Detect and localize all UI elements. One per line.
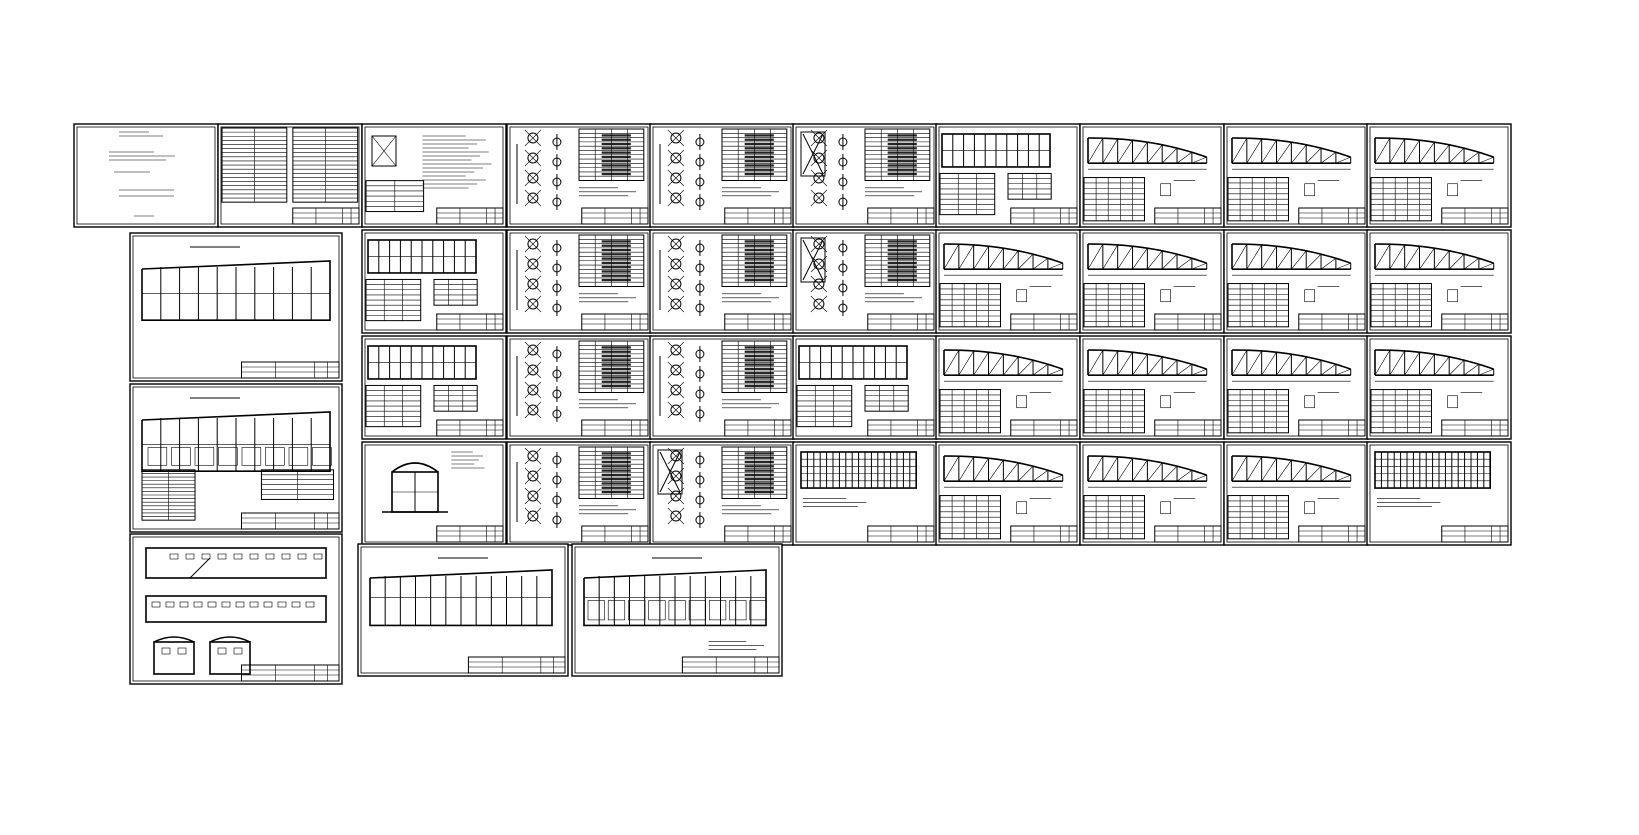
drawing-sheet-nodes-cross — [792, 123, 938, 228]
drawing-sheet-contents — [217, 123, 363, 228]
drawing-sheet-truss — [1079, 229, 1225, 334]
drawing-sheet-plan-large-rooms — [571, 543, 783, 677]
drawing-sheet-nodes — [506, 441, 652, 546]
drawing-sheet-truss — [935, 229, 1081, 334]
drawing-sheet-plan-portrait — [129, 232, 343, 382]
drawing-sheet-nodes-cross — [649, 441, 795, 546]
drawing-sheet-truss — [1366, 229, 1512, 334]
drawing-sheet-hatched-plan — [792, 441, 938, 546]
drawing-sheet-hatched-plan — [1366, 441, 1512, 546]
drawing-sheet-frame-plan — [935, 123, 1081, 228]
drawing-sheet-truss — [1079, 123, 1225, 228]
drawing-sheet-truss — [1223, 441, 1369, 546]
drawing-sheet-truss — [1079, 335, 1225, 440]
drawing-sheet-nodes-cross — [792, 229, 938, 334]
drawing-sheet-truss — [1366, 335, 1512, 440]
drawing-sheet-truss — [935, 335, 1081, 440]
drawing-sheet-elevations — [129, 533, 343, 685]
drawing-sheet-nodes — [506, 229, 652, 334]
drawing-sheet-truss — [1079, 441, 1225, 546]
drawing-sheet-truss — [1366, 123, 1512, 228]
drawing-sheet-nodes — [506, 123, 652, 228]
drawing-sheet-nodes — [649, 229, 795, 334]
drawing-sheet-title-page — [73, 123, 219, 228]
drawing-sheet-plan-rooms — [129, 383, 343, 533]
drawing-sheet-nodes — [649, 123, 795, 228]
drawing-sheet-truss — [1223, 335, 1369, 440]
drawing-sheet-truss — [1223, 229, 1369, 334]
drawing-sheet-section — [361, 441, 507, 546]
drawing-sheet-frame-plan — [361, 335, 507, 440]
drawing-sheet-frame-plan — [361, 229, 507, 334]
drawing-sheet-nodes — [649, 335, 795, 440]
drawing-sheet-plan-large — [357, 543, 569, 677]
drawing-sheet-notes — [361, 123, 507, 228]
drawing-sheet-truss — [1223, 123, 1369, 228]
drawing-sheet-frame-plan — [792, 335, 938, 440]
drawing-sheet-truss — [935, 441, 1081, 546]
drawing-sheet-nodes — [506, 335, 652, 440]
